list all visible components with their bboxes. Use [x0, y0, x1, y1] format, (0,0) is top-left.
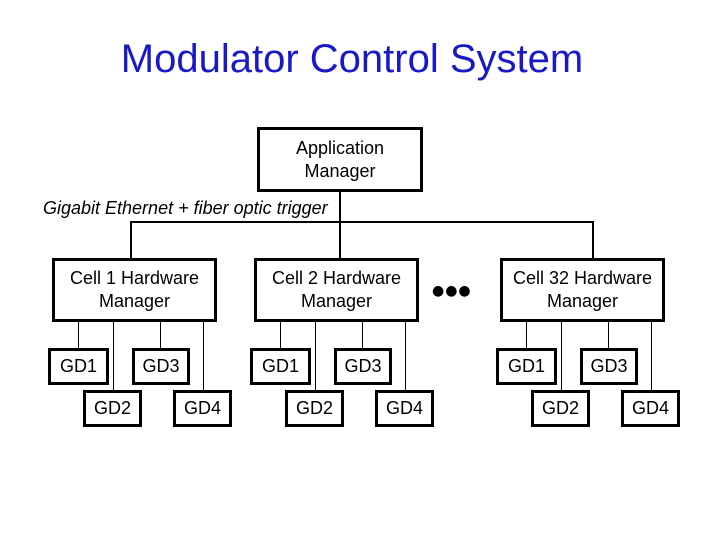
node-label-line: GD1 [261, 356, 299, 376]
connector-drop-cell32 [592, 221, 594, 258]
node-cell1-gd4: GD4 [173, 390, 232, 427]
node-cell2-gd3: GD3 [334, 348, 392, 385]
node-label-line: GD4 [385, 398, 423, 418]
ellipsis-icon: ●●● [432, 283, 472, 299]
node-cell2-gd1: GD1 [250, 348, 311, 385]
node-label-line: Manager [300, 291, 373, 311]
connector-line [203, 322, 204, 390]
node-cell32-gd1: GD1 [496, 348, 557, 385]
node-label-line: GD3 [344, 356, 382, 376]
node-label-line: Cell 32 Hardware [512, 268, 653, 288]
connector-line [362, 322, 363, 348]
node-label-line: GD2 [93, 398, 131, 418]
cell-group-1: Cell 1 Hardware Manager GD1 GD2 GD3 GD4 [48, 258, 238, 438]
node-cell2-hardware-manager: Cell 2 Hardware Manager [254, 258, 419, 322]
node-label-line: GD4 [183, 398, 221, 418]
node-cell32-gd3: GD3 [580, 348, 638, 385]
node-label-line: GD2 [541, 398, 579, 418]
slide-title: Modulator Control System [120, 37, 584, 81]
node-cell32-hardware-manager: Cell 32 Hardware Manager [500, 258, 665, 322]
network-label: Gigabit Ethernet + fiber optic trigger [43, 198, 328, 218]
node-label-line: Cell 1 Hardware [69, 268, 200, 288]
node-label-line: GD3 [590, 356, 628, 376]
connector-line [651, 322, 652, 390]
node-label-line: GD2 [295, 398, 333, 418]
node-label-line: GD3 [142, 356, 180, 376]
connector-line [526, 322, 527, 348]
node-label-line: GD1 [507, 356, 545, 376]
cell-group-2: Cell 2 Hardware Manager GD1 GD2 GD3 GD4 [250, 258, 440, 438]
node-label-line: GD1 [59, 356, 97, 376]
connector-line [160, 322, 161, 348]
connector-drop-cell1 [130, 221, 132, 258]
node-cell1-gd2: GD2 [83, 390, 142, 427]
node-cell1-gd3: GD3 [132, 348, 190, 385]
connector-line [315, 322, 316, 390]
node-cell32-gd4: GD4 [621, 390, 680, 427]
node-cell32-gd2: GD2 [531, 390, 590, 427]
node-label-line: Cell 2 Hardware [271, 268, 402, 288]
node-label-line: GD4 [631, 398, 669, 418]
node-label-line: Manager [98, 291, 171, 311]
connector-line [608, 322, 609, 348]
node-cell2-gd4: GD4 [375, 390, 434, 427]
node-label-line: Manager [546, 291, 619, 311]
connector-trunk-horizontal [130, 221, 594, 223]
node-label-line: Manager [304, 160, 376, 181]
node-application-manager: Application Manager [257, 127, 423, 192]
node-cell2-gd2: GD2 [285, 390, 344, 427]
connector-app-to-cell2 [339, 192, 341, 258]
node-cell1-gd1: GD1 [48, 348, 109, 385]
connector-line [78, 322, 79, 348]
connector-line [113, 322, 114, 390]
node-label-line: Application [295, 137, 385, 158]
connector-line [561, 322, 562, 390]
node-cell1-hardware-manager: Cell 1 Hardware Manager [52, 258, 217, 322]
cell-group-32: Cell 32 Hardware Manager GD1 GD2 GD3 GD4 [496, 258, 686, 438]
connector-line [280, 322, 281, 348]
connector-line [405, 322, 406, 390]
